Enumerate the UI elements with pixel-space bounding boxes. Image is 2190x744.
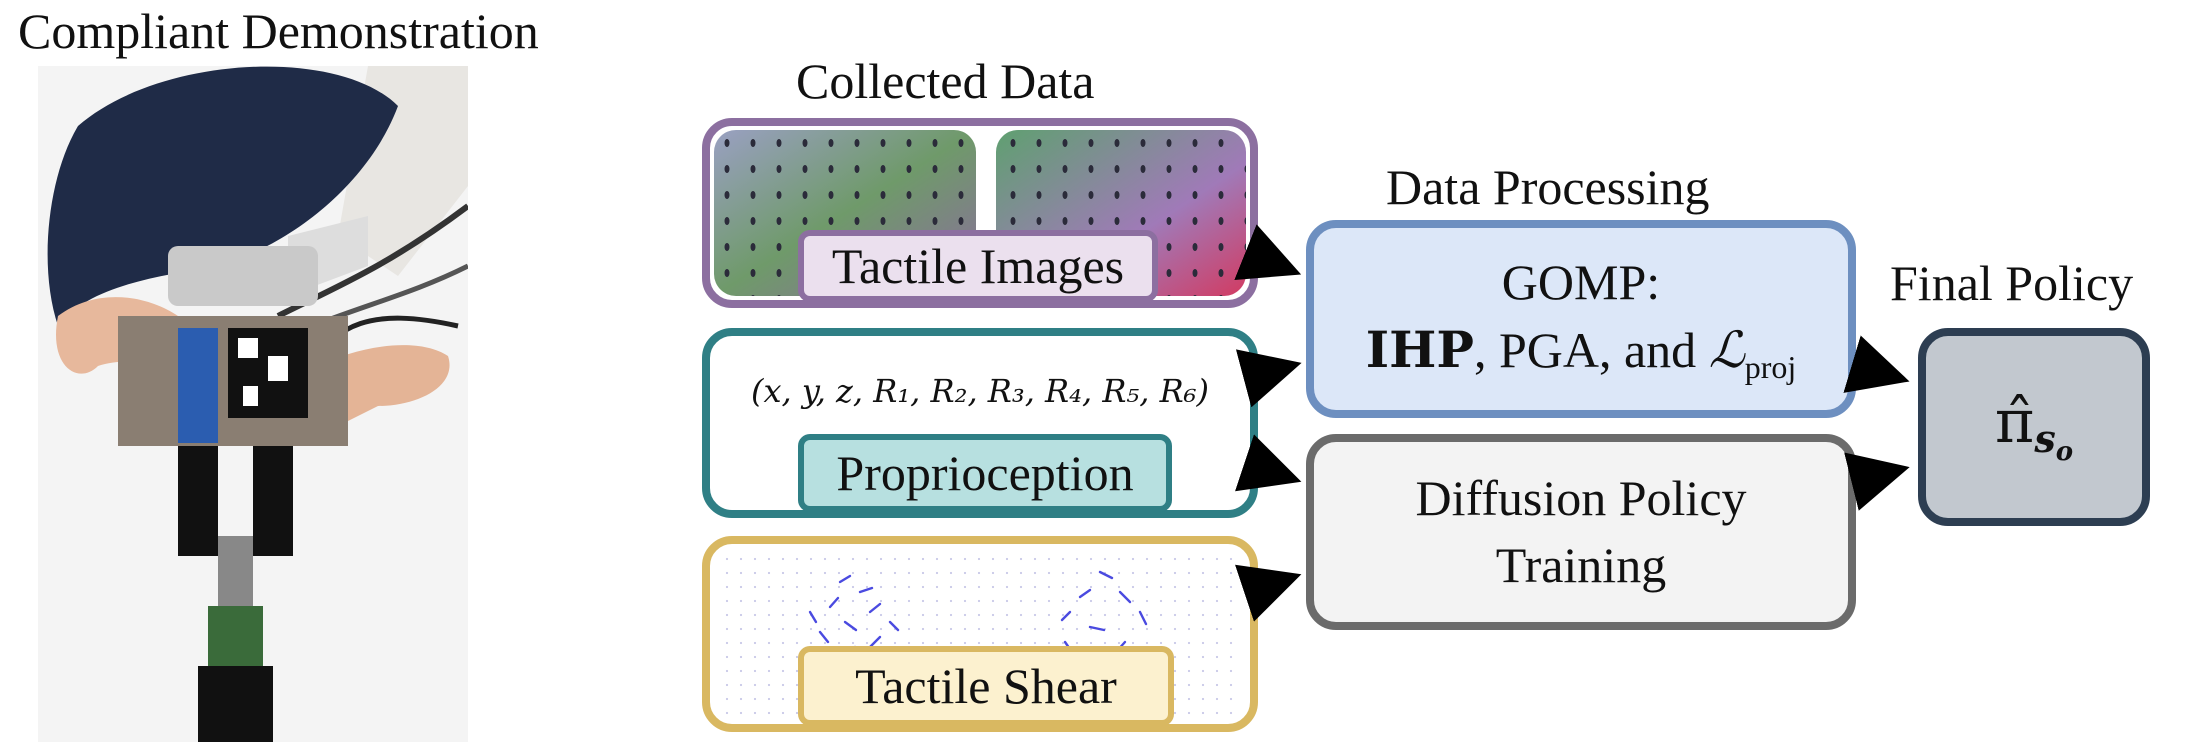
policy-pi: π̂ <box>1994 387 2035 457</box>
gomp-loss-sub: proj <box>1744 349 1797 386</box>
demo-title: Compliant Demonstration <box>18 3 539 59</box>
data-processing-title: Data Processing <box>1386 159 1710 215</box>
gomp-ihp: IHP <box>1365 320 1474 380</box>
gomp-components: IHP, PGA, and ℒproj <box>1366 316 1797 389</box>
tactile-shear-label: Tactile Shear <box>798 646 1174 726</box>
final-policy-title: Final Policy <box>1890 255 2134 311</box>
final-policy-box: π̂so <box>1918 328 2150 526</box>
arrow-gomp-to-policy <box>1843 335 1910 393</box>
proprioception-label: Proprioception <box>798 434 1172 512</box>
arrow-diffusion-to-policy <box>1844 452 1910 511</box>
policy-subsub: o <box>2055 437 2074 467</box>
diffusion-line1: Diffusion Policy <box>1415 469 1747 526</box>
collected-data-title: Collected Data <box>796 53 1095 109</box>
diffusion-text: Diffusion Policy Training <box>1415 465 1746 600</box>
proprioception-formula: (x, y, z, R₁, R₂, R₃, R₄, R₅, R₆) <box>751 372 1209 410</box>
demonstration-photo <box>38 66 468 742</box>
gomp-loss: ℒ <box>1708 321 1745 380</box>
arrow-tactile-to-gomp <box>1234 224 1302 281</box>
tactile-images-box: Tactile Images <box>702 118 1258 308</box>
diffusion-box: Diffusion Policy Training <box>1306 434 1856 630</box>
tactile-shear-box: Tactile Shear <box>702 536 1258 732</box>
diffusion-line2: Training <box>1495 537 1667 593</box>
proprioception-box: (x, y, z, R₁, R₂, R₃, R₄, R₅, R₆) Propri… <box>702 328 1258 518</box>
gomp-text: GOMP: IHP, PGA, and ℒproj <box>1366 249 1797 390</box>
policy-symbol: π̂so <box>1995 387 2073 467</box>
gomp-box: GOMP: IHP, PGA, and ℒproj <box>1306 220 1856 418</box>
arrow-proprio-to-diffusion <box>1234 434 1302 492</box>
arrow-proprio-to-gomp <box>1235 349 1302 408</box>
tactile-images-label: Tactile Images <box>798 230 1158 302</box>
gomp-title: GOMP: <box>1501 253 1661 310</box>
arrow-shear-to-diffusion <box>1234 564 1302 622</box>
gomp-pga: , PGA, and <box>1473 322 1709 379</box>
policy-sub: s <box>2034 416 2056 461</box>
